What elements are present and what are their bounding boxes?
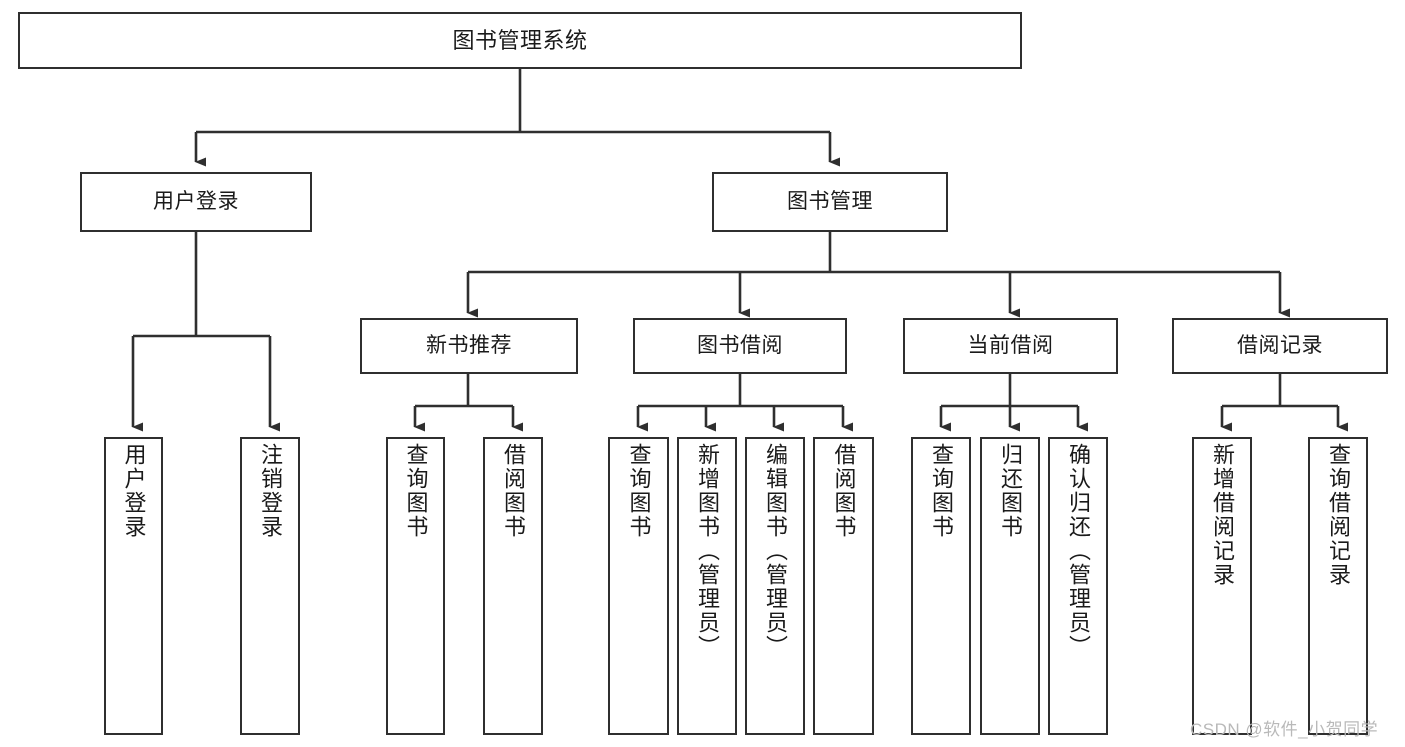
node-label: 确认归还（管理员） xyxy=(1066,443,1091,659)
leaf-edit-book[interactable]: 编辑图书（管理员） xyxy=(745,437,805,735)
node-label: 查询图书 xyxy=(929,443,954,539)
node-new-book-recommend[interactable]: 新书推荐 xyxy=(360,318,578,374)
node-label: 图书管理系统 xyxy=(452,27,588,53)
node-label: 归还图书 xyxy=(998,443,1023,539)
node-borrow-record[interactable]: 借阅记录 xyxy=(1172,318,1388,374)
node-label: 查询图书 xyxy=(403,443,429,539)
node-label: 用户登录 xyxy=(153,189,239,213)
node-label: 借阅记录 xyxy=(1237,333,1323,357)
leaf-query-book-borrow[interactable]: 查询图书 xyxy=(608,437,669,735)
node-label: 借阅图书 xyxy=(501,443,526,539)
node-label: 新书推荐 xyxy=(426,333,512,357)
node-label: 当前借阅 xyxy=(967,333,1054,357)
leaf-user-login[interactable]: 用户登录 xyxy=(104,437,163,735)
node-label: 新增图书（管理员） xyxy=(695,443,720,659)
node-label: 编辑图书（管理员） xyxy=(763,443,788,659)
leaf-user-logout[interactable]: 注销登录 xyxy=(240,437,300,735)
node-book-borrow[interactable]: 图书借阅 xyxy=(633,318,847,374)
node-current-borrow[interactable]: 当前借阅 xyxy=(903,318,1118,374)
node-label: 借阅图书 xyxy=(831,443,857,539)
leaf-add-book[interactable]: 新增图书（管理员） xyxy=(677,437,737,735)
node-label: 用户登录 xyxy=(121,443,147,539)
node-label: 图书管理 xyxy=(787,189,873,213)
leaf-borrow-book[interactable]: 借阅图书 xyxy=(813,437,874,735)
node-book-manage[interactable]: 图书管理 xyxy=(712,172,948,232)
leaf-confirm-return[interactable]: 确认归还（管理员） xyxy=(1048,437,1108,735)
node-label: 注销登录 xyxy=(258,443,283,539)
leaf-query-book-recommend[interactable]: 查询图书 xyxy=(386,437,445,735)
node-label: 新增借阅记录 xyxy=(1210,443,1235,587)
node-label: 查询图书 xyxy=(626,443,652,539)
node-user-login[interactable]: 用户登录 xyxy=(80,172,312,232)
node-label: 图书借阅 xyxy=(697,333,783,357)
leaf-query-borrow-record[interactable]: 查询借阅记录 xyxy=(1308,437,1368,735)
watermark-text: CSDN @软件_小贺同学 xyxy=(1190,720,1379,739)
node-root-system[interactable]: 图书管理系统 xyxy=(18,12,1022,69)
node-label: 查询借阅记录 xyxy=(1326,443,1351,587)
leaf-borrow-book-recommend[interactable]: 借阅图书 xyxy=(483,437,543,735)
leaf-query-book-current[interactable]: 查询图书 xyxy=(911,437,971,735)
leaf-return-book[interactable]: 归还图书 xyxy=(980,437,1040,735)
leaf-add-borrow-record[interactable]: 新增借阅记录 xyxy=(1192,437,1252,735)
